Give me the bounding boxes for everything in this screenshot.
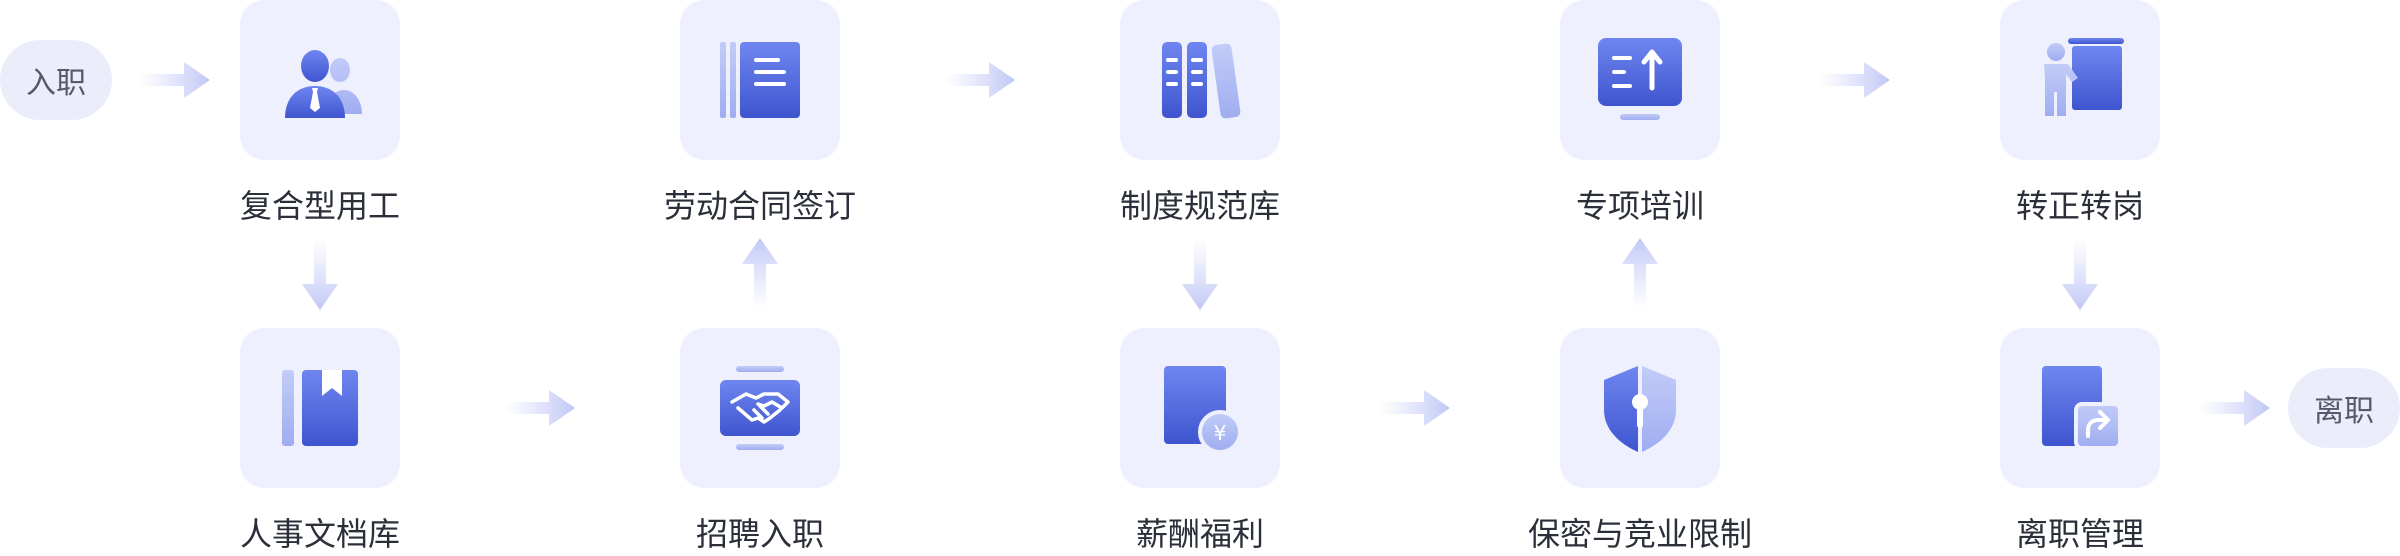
step-label-5: 制度规范库 <box>1119 187 1280 225</box>
arrow-down-icon <box>1182 240 1218 310</box>
contract-document-icon <box>720 42 800 118</box>
step-card-9 <box>2000 0 2160 160</box>
step-card-10 <box>2000 328 2160 488</box>
step-card-4 <box>680 0 840 160</box>
step-card-6: ¥ <box>1120 328 1280 488</box>
step-card-2 <box>240 328 400 488</box>
step-label-3: 招聘入职 <box>695 515 824 553</box>
handshake-icon <box>720 366 800 450</box>
step-card-7 <box>1560 328 1720 488</box>
step-card-3 <box>680 328 840 488</box>
exit-share-icon <box>2042 366 2122 450</box>
arrow-right-icon <box>1820 62 1890 98</box>
presentation-person-icon <box>2044 38 2124 116</box>
books-icon <box>1162 42 1241 119</box>
arrow-down-icon <box>2062 240 2098 310</box>
archive-folder-icon <box>282 370 358 446</box>
arrow-right-icon <box>2200 390 2270 426</box>
step-card-5 <box>1120 0 1280 160</box>
arrow-down-icon <box>302 240 338 310</box>
step-label-7: 保密与竞业限制 <box>1527 515 1752 553</box>
salary-yen-icon: ¥ <box>1164 366 1242 454</box>
end-node: 离职 <box>2288 368 2400 448</box>
end-node-label: 离职 <box>2314 394 2374 429</box>
svg-text:¥: ¥ <box>1214 421 1227 445</box>
arrow-right-icon <box>945 62 1015 98</box>
step-card-1 <box>240 0 400 160</box>
step-label-6: 薪酬福利 <box>1135 515 1264 553</box>
step-label-2: 人事文档库 <box>239 515 400 553</box>
step-card-8 <box>1560 0 1720 160</box>
step-label-1: 复合型用工 <box>239 187 400 225</box>
step-label-10: 离职管理 <box>2015 515 2144 553</box>
step-label-4: 劳动合同签订 <box>663 187 856 225</box>
shield-keyhole-icon <box>1604 366 1676 452</box>
training-monitor-icon <box>1598 38 1682 120</box>
arrow-right-icon <box>140 62 210 98</box>
arrow-up-icon <box>1622 238 1658 308</box>
arrow-right-icon <box>1380 390 1450 426</box>
arrow-right-icon <box>505 390 575 426</box>
step-label-9: 转正转岗 <box>2015 187 2144 225</box>
start-node-label: 入职 <box>26 66 86 101</box>
arrow-up-icon <box>742 238 778 308</box>
users-icon <box>285 50 362 118</box>
step-label-8: 专项培训 <box>1575 187 1704 225</box>
start-node: 入职 <box>0 40 112 120</box>
